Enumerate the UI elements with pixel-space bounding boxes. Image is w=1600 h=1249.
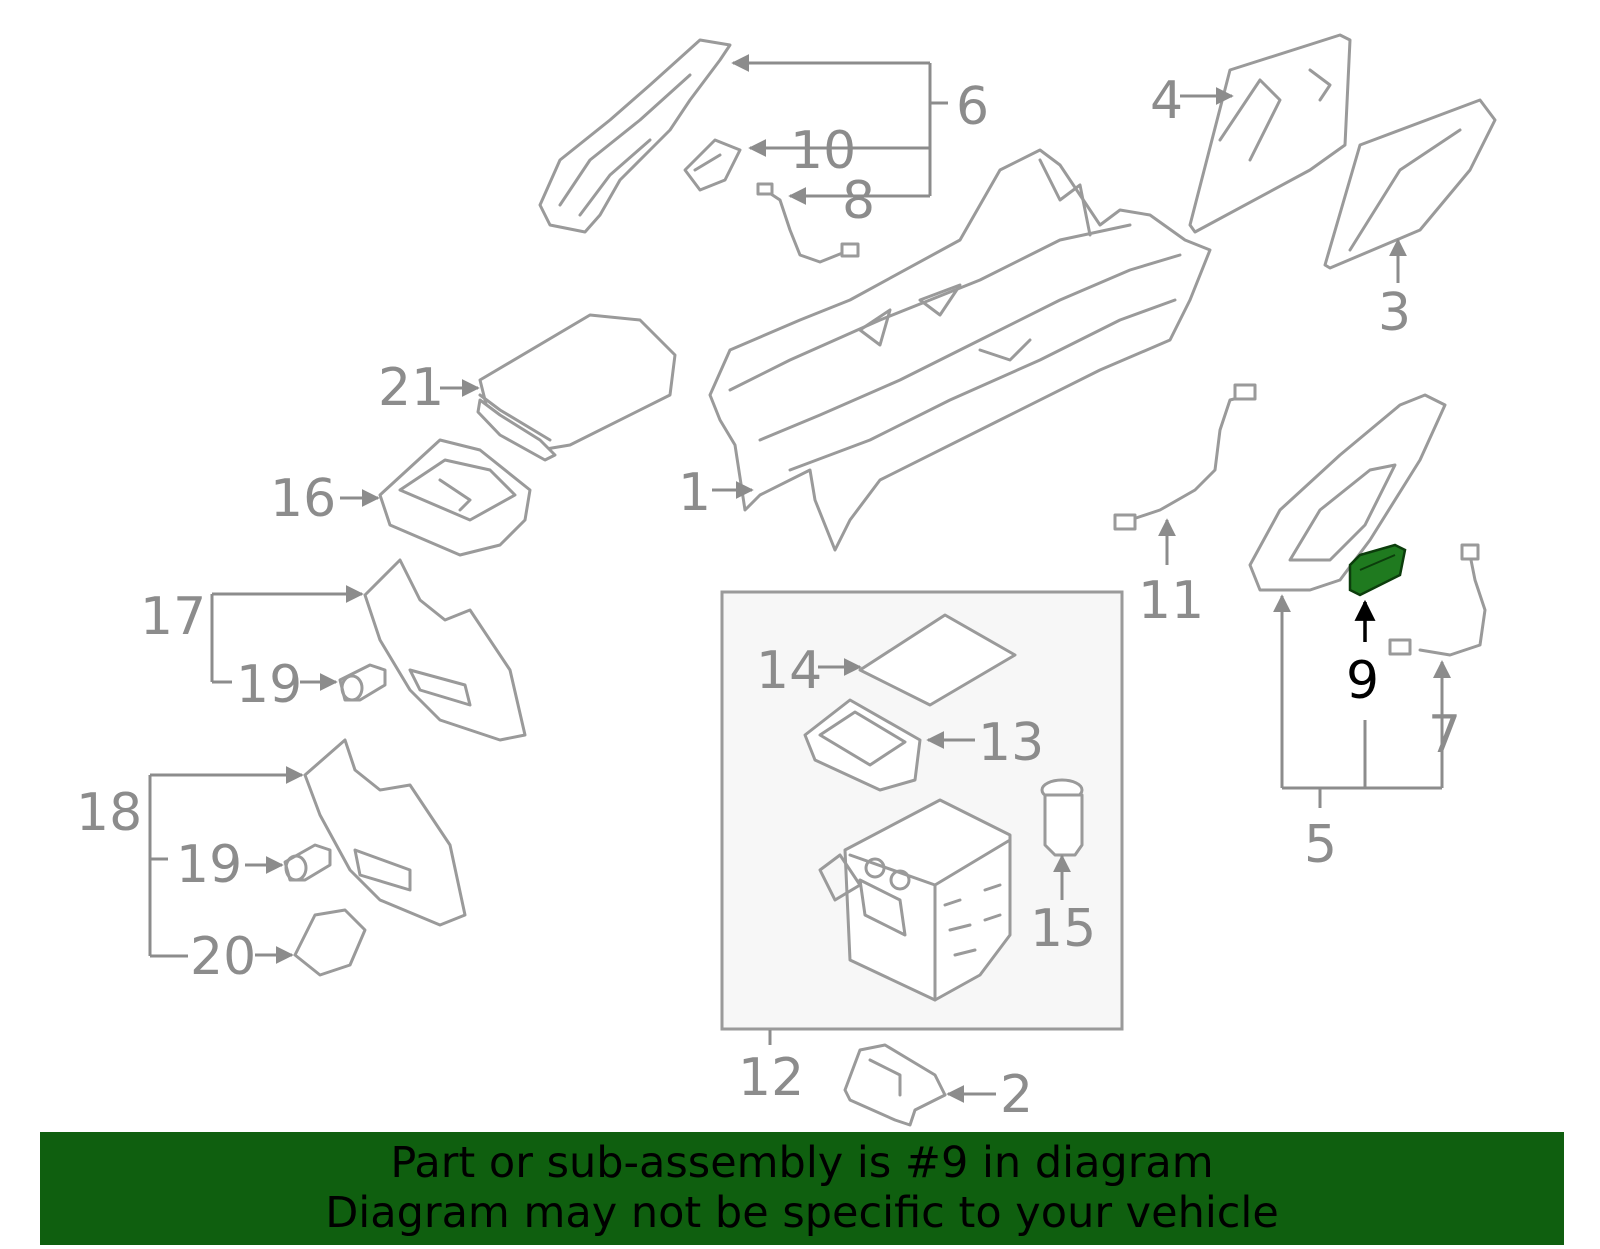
part-15-cupholder [1040,778,1084,857]
callout-12: 12 [738,1048,804,1108]
callout-19-upper: 19 [236,655,302,715]
callout-8: 8 [842,171,875,231]
callout-6: 6 [956,77,989,137]
part-20-cover [293,908,367,977]
callout-16: 16 [270,469,336,529]
part-6-trim-panel [538,38,732,234]
part-21-armrest-lid [476,313,677,462]
part-5-side-trim [1248,393,1447,592]
callout-labels: 6 10 8 4 3 21 16 1 11 17 19 18 19 20 14 … [76,71,1461,1125]
part-7-harness [1388,543,1487,657]
callout-5: 5 [1304,815,1337,875]
callout-19-lower: 19 [176,835,242,895]
callout-15: 15 [1030,899,1096,959]
part-2-bracket [843,1043,947,1127]
info-banner: Part or sub-assembly is #9 in diagram Di… [40,1132,1564,1245]
banner-line-1: Part or sub-assembly is #9 in diagram [390,1138,1214,1188]
callout-14: 14 [756,641,822,701]
part-10-switch [683,138,742,192]
callout-7: 7 [1428,705,1461,765]
part-3-side-panel [1323,98,1497,270]
part-19-usb-socket [338,663,387,702]
callout-10: 10 [790,121,856,181]
part-17-bezel [363,558,527,742]
callout-21: 21 [378,358,444,418]
callout-13: 13 [978,713,1044,773]
part-1-console-body [708,148,1212,552]
leader-lines [148,54,1451,1103]
part-18-bezel [303,738,467,927]
callout-2: 2 [1000,1065,1033,1125]
callout-3: 3 [1378,283,1411,343]
callout-17: 17 [140,587,206,647]
callout-1: 1 [678,463,711,523]
part-4-side-panel [1188,33,1352,234]
part-16-storage-tray [378,438,532,557]
part-11-harness [1113,383,1257,531]
banner-line-2: Diagram may not be specific to your vehi… [325,1188,1279,1238]
callout-9: 9 [1346,651,1379,711]
callout-20: 20 [190,927,256,987]
part-13-bin [803,698,922,792]
assembly-12-box [720,590,1124,1031]
part-14-mat [858,613,1017,707]
part-19-usb-socket-lower [283,843,332,882]
callout-4: 4 [1150,71,1183,131]
part-8-harness [756,182,860,264]
callout-11: 11 [1138,571,1204,631]
part-12-bracket-assembly [818,798,1012,1002]
part-9-highlighted-switch [1348,543,1407,597]
callout-18: 18 [76,783,142,843]
